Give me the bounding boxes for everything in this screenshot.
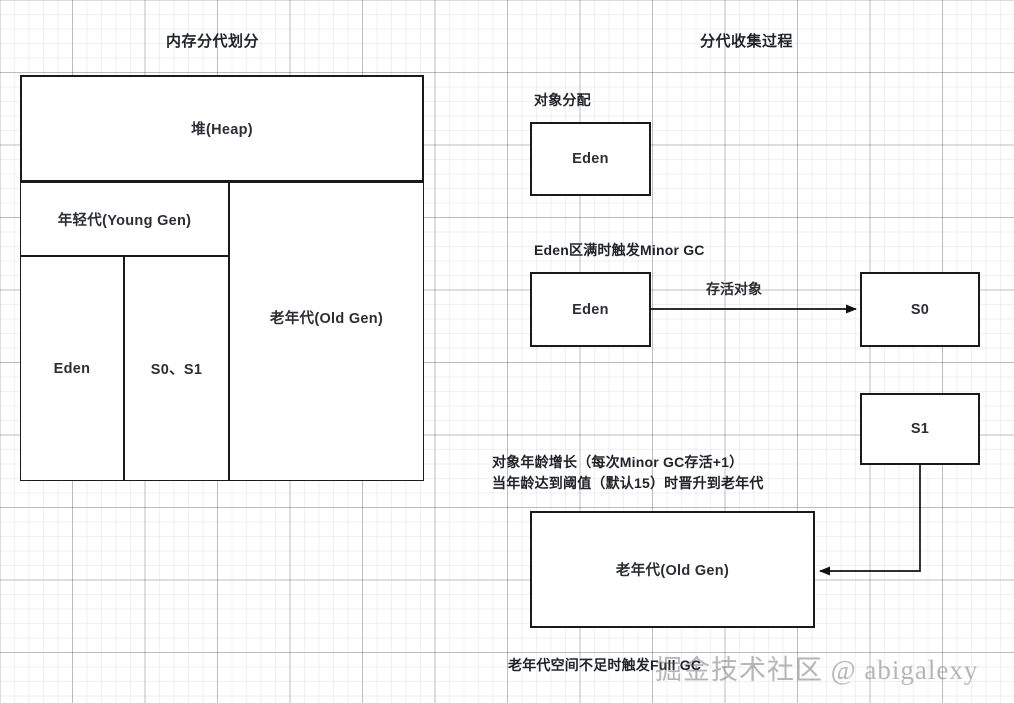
box-eden-allocation: Eden: [530, 122, 651, 196]
caption-promotion-line2: 当年龄达到阈值（默认15）时晋升到老年代: [492, 475, 764, 491]
box-eden-left-label: Eden: [53, 360, 91, 377]
box-old-gen-right-label: 老年代(Old Gen): [615, 563, 730, 579]
watermark: 掘金技术社区 @ abigalexy: [655, 655, 979, 685]
box-eden-minor-gc: Eden: [530, 272, 651, 347]
box-heap: 堆(Heap): [20, 75, 424, 182]
box-s0: S0: [860, 272, 980, 347]
box-survivors-left-label: S0、S1: [150, 362, 203, 378]
box-s1: S1: [860, 393, 980, 465]
box-survivors-left: S0、S1: [124, 256, 229, 481]
caption-promotion-line1: 对象年龄增长（每次Minor GC存活+1）: [492, 454, 744, 470]
caption-minor-gc: Eden区满时触发Minor GC: [534, 242, 705, 258]
box-eden-minor-gc-label: Eden: [572, 301, 609, 318]
left-panel-title: 内存分代划分: [166, 33, 260, 50]
box-s1-label: S1: [910, 421, 930, 437]
caption-object-allocation: 对象分配: [534, 92, 591, 108]
box-old-gen-right: 老年代(Old Gen): [530, 511, 815, 628]
box-heap-label: 堆(Heap): [191, 122, 253, 138]
right-panel-title: 分代收集过程: [700, 33, 794, 50]
box-eden-allocation-label: Eden: [572, 151, 609, 167]
edge-label-surviving-objects: 存活对象: [706, 281, 762, 297]
box-s0-label: S0: [910, 301, 930, 318]
box-old-gen-left: 老年代(Old Gen): [229, 182, 424, 481]
box-eden-left: Eden: [20, 256, 124, 481]
caption-full-gc: 老年代空间不足时触发Full GC: [508, 657, 702, 673]
box-young-gen-label: 年轻代(Young Gen): [57, 212, 192, 229]
arrow-s1-to-old-gen: [819, 465, 921, 576]
box-old-gen-left-label: 老年代(Old Gen): [269, 311, 384, 327]
box-young-gen: 年轻代(Young Gen): [20, 182, 229, 256]
